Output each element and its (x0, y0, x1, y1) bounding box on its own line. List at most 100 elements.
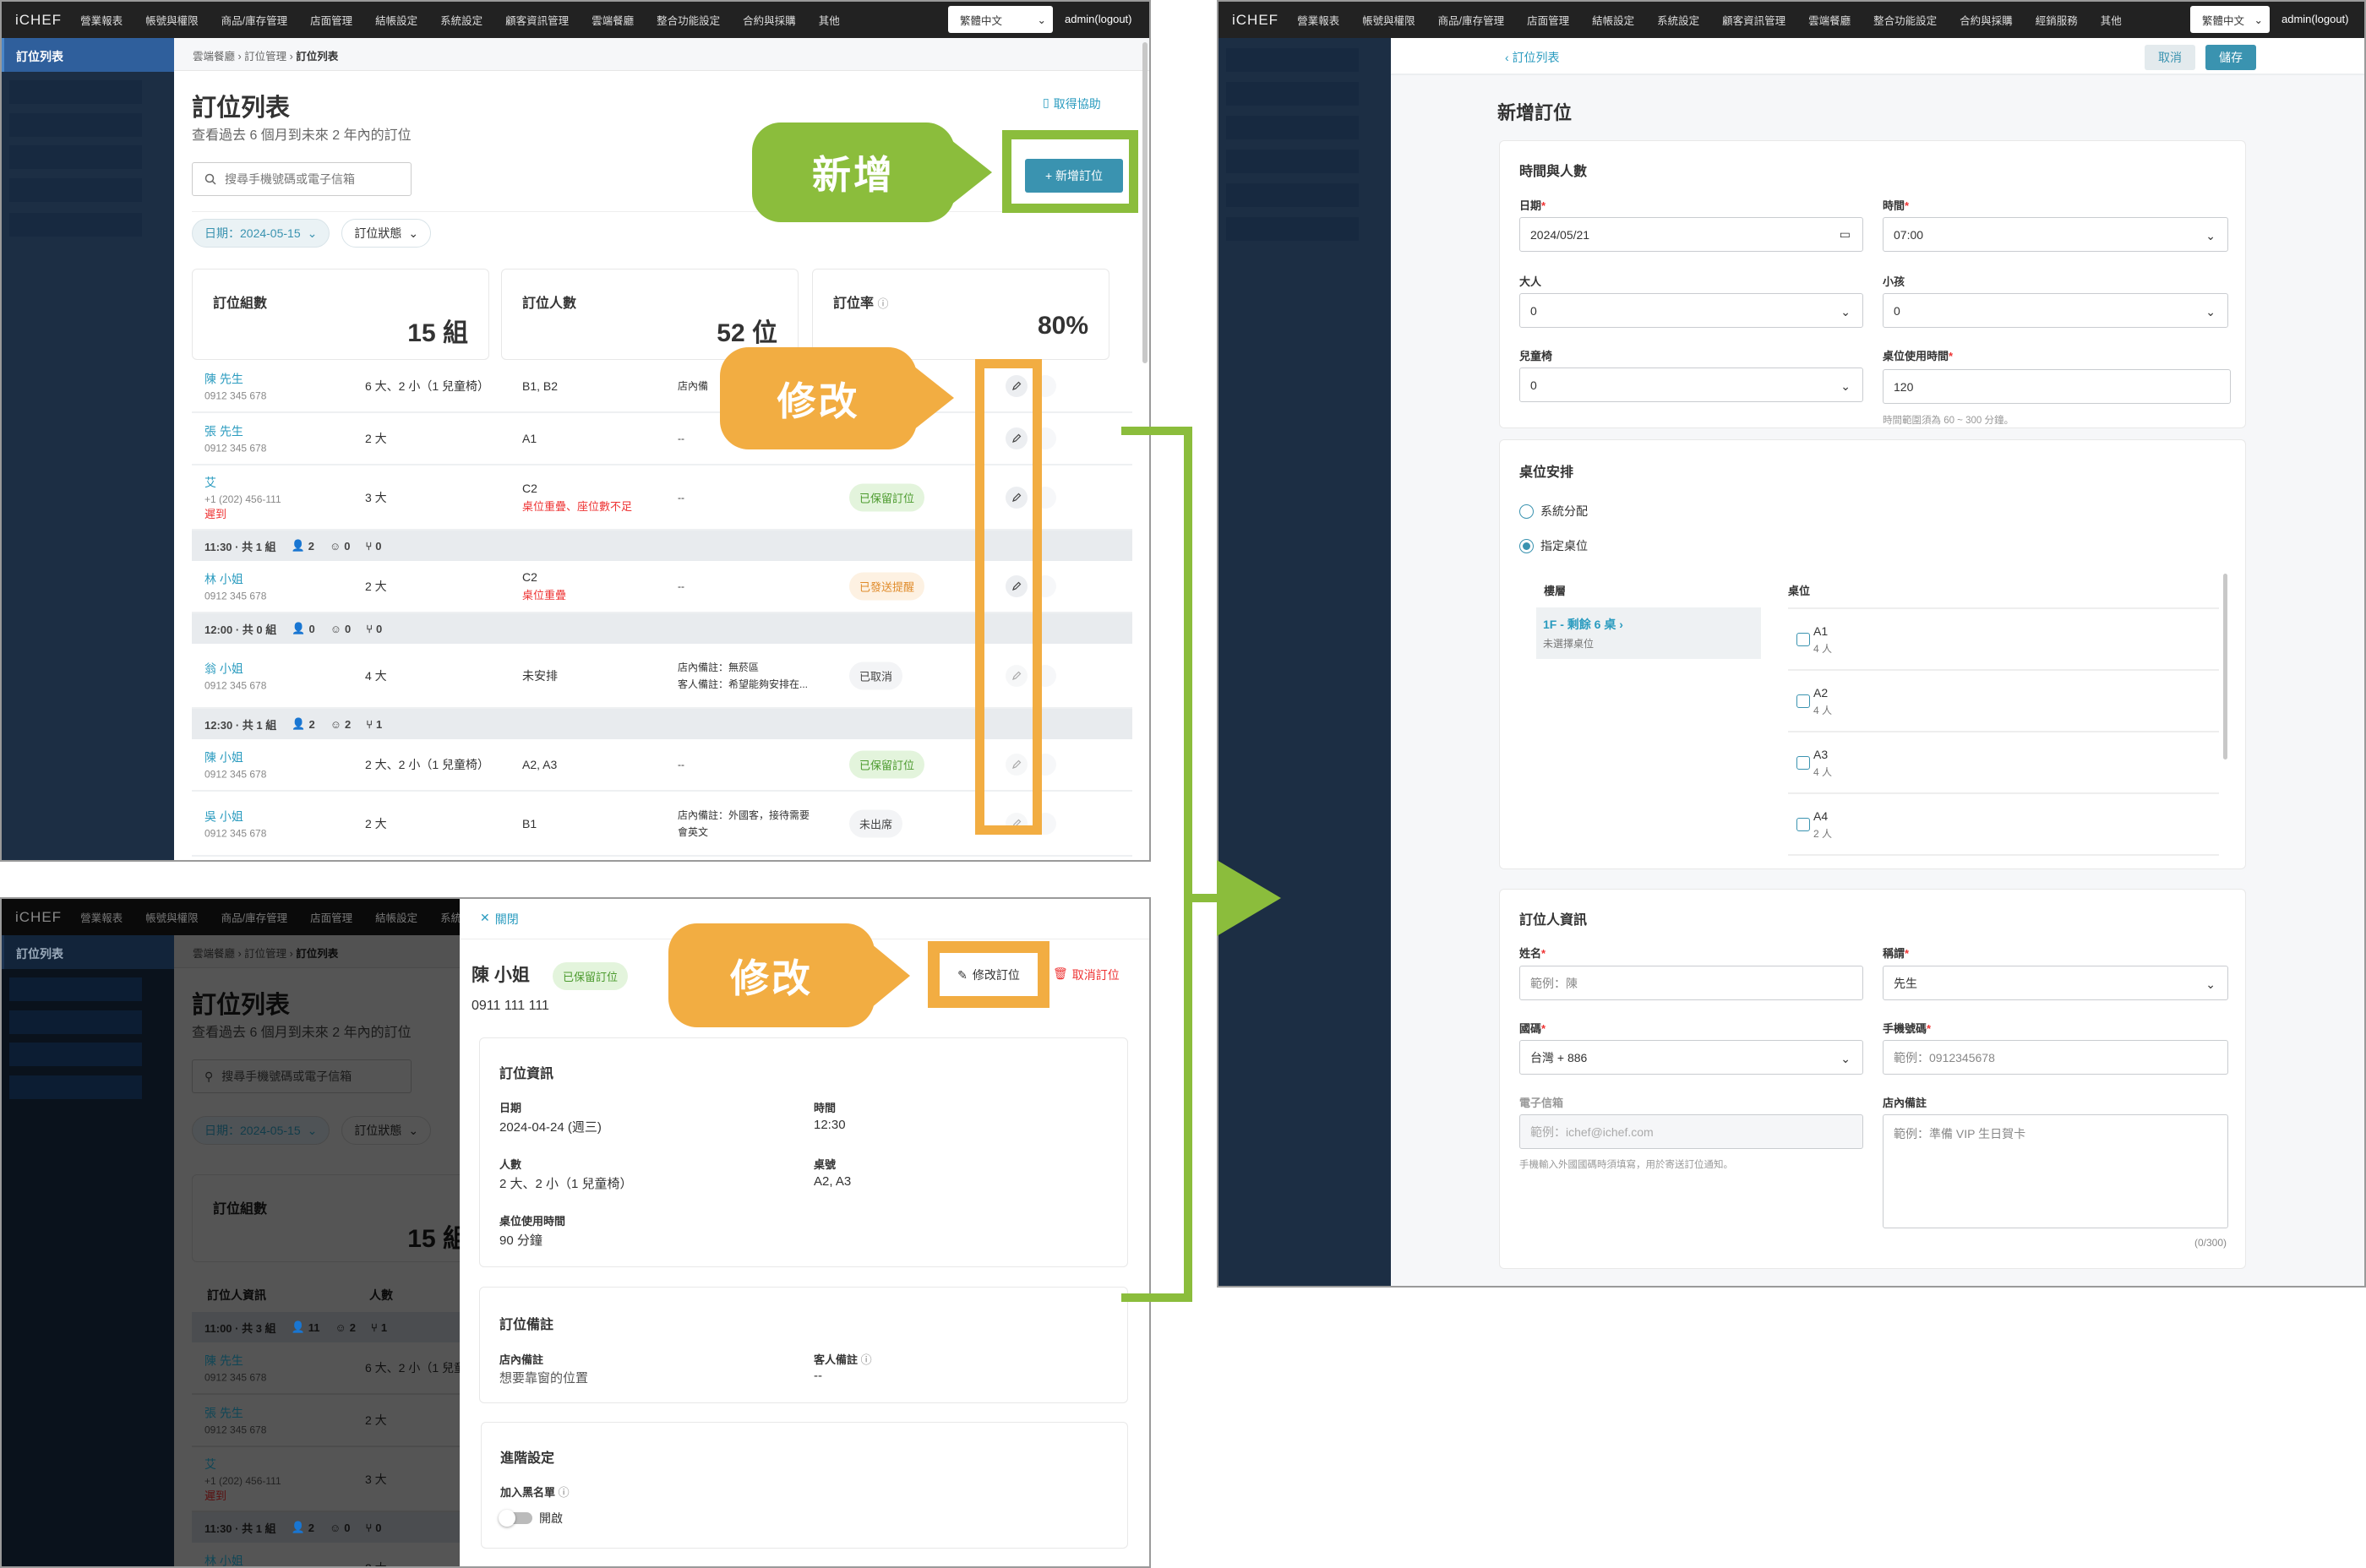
nav-item[interactable]: 營業報表 (80, 15, 123, 27)
sidebar-item[interactable] (1226, 183, 1359, 207)
guest-name-link[interactable]: 張 先生 (204, 1406, 243, 1420)
breadcrumb-item[interactable]: 雲端餐廳 (193, 51, 236, 63)
nav-item[interactable]: 店面管理 (310, 912, 353, 924)
nav-item[interactable]: 系統設定 (440, 912, 460, 924)
date-input[interactable]: 2024/05/21▭ (1519, 217, 1863, 252)
nav-item[interactable]: 結帳設定 (375, 15, 418, 27)
sidebar-item[interactable] (9, 1075, 142, 1099)
close-button[interactable]: ✕關閉 (480, 911, 519, 928)
name-input[interactable]: 範例：陳 (1519, 966, 1863, 1000)
sidebar-item[interactable] (9, 178, 142, 202)
adults-select[interactable]: 0⌄ (1519, 293, 1863, 328)
phone-input[interactable]: 範例：0912345678 (1883, 1040, 2228, 1075)
guest-name-link[interactable]: 艾 (204, 475, 216, 489)
language-select[interactable]: 繁體中文⌄ (948, 6, 1053, 33)
nav-item[interactable]: 整合功能設定 (1873, 15, 1938, 27)
nav-item[interactable]: 商品/庫存管理 (221, 15, 288, 27)
cancel-button[interactable]: 取消 (2145, 45, 2195, 70)
status-filter[interactable]: 訂位狀態⌄ (341, 219, 432, 248)
checkbox[interactable] (1796, 756, 1810, 770)
sidebar-item[interactable] (9, 145, 142, 169)
guest-name-link[interactable]: 陳 先生 (204, 1353, 243, 1368)
scrollbar[interactable] (1142, 42, 1148, 363)
guest-name-link[interactable]: 林 小姐 (204, 572, 243, 586)
sidebar-item[interactable] (1226, 150, 1359, 173)
nav-item[interactable]: 其他 (818, 15, 840, 27)
nav-item[interactable]: 帳號與權限 (1362, 15, 1415, 27)
sidebar-item[interactable] (1226, 217, 1359, 241)
duration-input[interactable]: 120 (1883, 369, 2231, 404)
nav-item[interactable]: 經銷服務 (2035, 15, 2078, 27)
help-circle-icon[interactable]: ⓘ (877, 297, 889, 310)
nav-item[interactable]: 合約與採購 (1960, 15, 2013, 27)
radio-system-assign[interactable]: 系統分配 (1519, 503, 1588, 520)
sidebar-item[interactable] (1226, 116, 1359, 139)
search-input[interactable]: 搜尋手機號碼或電子信箱 (192, 162, 412, 196)
edit-button[interactable] (1006, 754, 1028, 776)
nav-item[interactable]: 帳號與權限 (145, 15, 199, 27)
breadcrumb-item[interactable]: 訂位管理 (244, 948, 287, 960)
search-input[interactable]: ⚲搜尋手機號碼或電子信箱 (192, 1059, 412, 1093)
edit-reservation-button[interactable]: ✎修改訂位 (941, 956, 1036, 994)
logout-link[interactable]: admin(logout) (2282, 13, 2349, 25)
guest-name-link[interactable]: 吳 小姐 (204, 809, 243, 823)
radio-button[interactable] (1519, 504, 1534, 519)
date-filter[interactable]: 日期：2024-05-15⌄ (192, 219, 330, 248)
high-chair-select[interactable]: 0⌄ (1519, 368, 1863, 402)
scrollbar[interactable] (2223, 574, 2227, 760)
nav-item[interactable]: 雲端餐廳 (1808, 15, 1851, 27)
nav-item[interactable]: 結帳設定 (1592, 15, 1635, 27)
floor-item-1f[interactable]: 1F - 剩餘 6 桌 › 未選擇桌位 (1536, 607, 1761, 659)
store-note-textarea[interactable]: 範例：準備 VIP 生日賀卡 (1883, 1114, 2228, 1228)
sidebar-item[interactable] (1226, 82, 1359, 106)
toggle-track[interactable] (499, 1510, 532, 1527)
nav-item[interactable]: 營業報表 (80, 912, 123, 924)
nav-item[interactable]: 營業報表 (1297, 15, 1340, 27)
date-filter[interactable]: 日期：2024-05-15⌄ (192, 1116, 330, 1145)
logout-link[interactable]: admin(logout) (1065, 13, 1132, 25)
edit-button[interactable] (1006, 375, 1028, 397)
nav-item[interactable]: 其他 (2100, 15, 2122, 27)
checkbox[interactable] (1796, 818, 1810, 831)
calendar-icon[interactable]: ▭ (1839, 227, 1851, 241)
checkbox[interactable] (1796, 633, 1810, 646)
save-button[interactable]: 儲存 (2205, 45, 2256, 70)
edit-button[interactable] (1006, 486, 1028, 509)
add-reservation-button[interactable]: + 新增訂位 (1025, 159, 1123, 193)
nav-item[interactable]: 系統設定 (1657, 15, 1700, 27)
edit-button[interactable] (1006, 664, 1028, 687)
time-select[interactable]: 07:00⌄ (1883, 217, 2228, 252)
nav-item[interactable]: 系統設定 (440, 15, 483, 27)
guest-name-link[interactable]: 翁 小姐 (204, 662, 243, 675)
email-input[interactable]: 範例：ichef@ichef.com (1519, 1114, 1863, 1149)
nav-item[interactable]: 合約與採購 (743, 15, 796, 27)
help-circle-icon[interactable]: ⓘ (558, 1486, 570, 1499)
sidebar-item-reservation-list[interactable]: 訂位列表 (2, 38, 174, 72)
status-filter[interactable]: 訂位狀態⌄ (341, 1116, 432, 1145)
sidebar-item[interactable] (9, 80, 142, 104)
sidebar-item[interactable] (9, 113, 142, 137)
breadcrumb-item[interactable]: 雲端餐廳 (193, 948, 236, 960)
back-link[interactable]: ‹ 訂位列表 (1505, 49, 1560, 66)
nav-item[interactable]: 店面管理 (310, 15, 353, 27)
nav-item[interactable]: 顧客資訊管理 (505, 15, 570, 27)
guest-name-link[interactable]: 林 小姐 (204, 1554, 243, 1567)
nav-item[interactable]: 店面管理 (1527, 15, 1570, 27)
guest-name-link[interactable]: 陳 小姐 (204, 750, 243, 765)
nav-item[interactable]: 商品/庫存管理 (221, 912, 288, 924)
nav-item[interactable]: 顧客資訊管理 (1722, 15, 1786, 27)
sidebar-item[interactable] (9, 1043, 142, 1066)
sidebar-item[interactable] (9, 977, 142, 1001)
nav-item[interactable]: 整合功能設定 (657, 15, 721, 27)
edit-button[interactable] (1006, 427, 1028, 449)
help-link[interactable]: ▯取得協助 (1043, 95, 1101, 112)
edit-button[interactable] (1006, 575, 1028, 597)
